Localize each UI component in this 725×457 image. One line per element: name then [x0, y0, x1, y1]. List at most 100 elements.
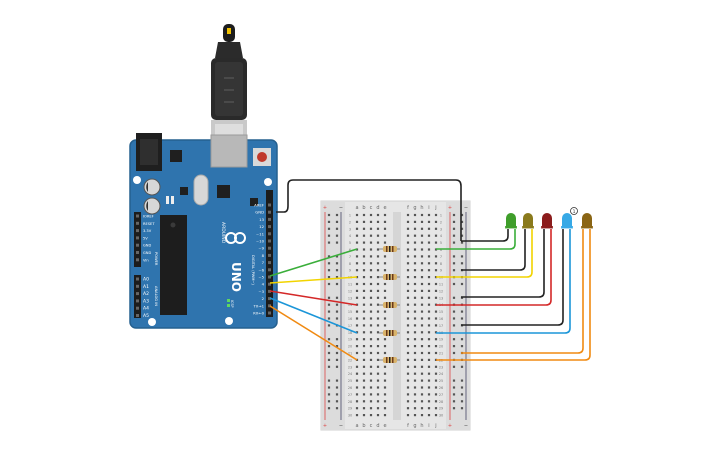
breadboard-hole[interactable] — [413, 338, 417, 341]
breadboard-hole[interactable] — [376, 345, 380, 348]
breadboard-hole[interactable] — [406, 303, 410, 306]
breadboard-hole[interactable] — [406, 317, 410, 320]
wire-orange-led-b[interactable] — [461, 229, 584, 354]
rail-hole[interactable] — [452, 351, 456, 355]
breadboard-hole[interactable] — [413, 365, 417, 368]
breadboard-hole[interactable] — [406, 324, 410, 327]
breadboard-hole[interactable] — [376, 276, 380, 279]
breadboard-hole[interactable] — [362, 269, 366, 272]
rail-hole[interactable] — [460, 262, 464, 265]
rail-hole[interactable] — [460, 310, 464, 313]
rail-hole[interactable] — [335, 255, 339, 258]
breadboard-hole[interactable] — [362, 213, 366, 217]
breadboard-hole[interactable] — [369, 255, 373, 258]
breadboard-hole[interactable] — [420, 338, 424, 341]
leds[interactable] — [505, 213, 593, 229]
rail-hole[interactable] — [327, 213, 331, 217]
breadboard-hole[interactable] — [420, 303, 424, 306]
breadboard-hole[interactable] — [420, 386, 424, 389]
rail-hole[interactable] — [460, 317, 464, 320]
breadboard-hole[interactable] — [355, 400, 359, 403]
rail-hole[interactable] — [452, 338, 456, 341]
rail-hole[interactable] — [452, 269, 456, 272]
wire-yellow-led[interactable] — [436, 229, 533, 278]
breadboard-hole[interactable] — [355, 317, 359, 320]
breadboard-hole[interactable] — [362, 400, 366, 403]
wire-red-led[interactable] — [436, 229, 552, 306]
analog-pin[interactable] — [136, 306, 139, 310]
analog-pin[interactable] — [136, 277, 139, 281]
breadboard-hole[interactable] — [406, 262, 410, 265]
breadboard-hole[interactable] — [434, 407, 438, 410]
breadboard-hole[interactable] — [383, 282, 387, 286]
breadboard-hole[interactable] — [427, 262, 431, 265]
breadboard-hole[interactable] — [427, 324, 431, 327]
breadboard-hole[interactable] — [362, 234, 366, 237]
breadboard-hole[interactable] — [369, 358, 373, 361]
rail-hole[interactable] — [460, 213, 464, 217]
digital-pin[interactable] — [268, 297, 271, 301]
breadboard-hole[interactable] — [413, 372, 417, 375]
wire-blue-led[interactable] — [436, 229, 571, 334]
breadboard-hole[interactable] — [376, 400, 380, 403]
breadboard-hole[interactable] — [413, 296, 417, 299]
digital-pin[interactable] — [268, 225, 271, 229]
breadboard-hole[interactable] — [420, 414, 424, 417]
breadboard-hole[interactable] — [434, 296, 438, 299]
breadboard-hole[interactable] — [434, 400, 438, 403]
breadboard-hole[interactable] — [406, 310, 410, 313]
breadboard-hole[interactable] — [355, 407, 359, 410]
breadboard-hole[interactable] — [427, 379, 431, 382]
breadboard-hole[interactable] — [362, 289, 366, 292]
rail-hole[interactable] — [335, 241, 339, 244]
breadboard-hole[interactable] — [413, 269, 417, 272]
resistor[interactable] — [379, 302, 400, 308]
breadboard-hole[interactable] — [406, 276, 410, 279]
breadboard-hole[interactable] — [434, 213, 438, 217]
breadboard-hole[interactable] — [427, 310, 431, 313]
breadboard-hole[interactable] — [406, 414, 410, 417]
breadboard-hole[interactable] — [420, 372, 424, 375]
breadboard-hole[interactable] — [406, 282, 410, 286]
digital-pin[interactable] — [268, 217, 271, 221]
breadboard-hole[interactable] — [376, 407, 380, 410]
breadboard-hole[interactable] — [376, 310, 380, 313]
rail-hole[interactable] — [327, 407, 331, 410]
rail-hole[interactable] — [460, 255, 464, 258]
breadboard-hole[interactable] — [369, 331, 373, 334]
breadboard-hole[interactable] — [434, 227, 438, 230]
breadboard-hole[interactable] — [427, 331, 431, 334]
breadboard-hole[interactable] — [376, 248, 380, 251]
rail-hole[interactable] — [327, 393, 331, 396]
breadboard-hole[interactable] — [383, 220, 387, 223]
rail-hole[interactable] — [460, 379, 464, 382]
reset-button[interactable] — [253, 148, 271, 166]
power-pin[interactable] — [136, 214, 139, 218]
wire-blue[interactable] — [269, 297, 358, 334]
breadboard-hole[interactable] — [406, 345, 410, 348]
breadboard-hole[interactable] — [376, 338, 380, 341]
rail-hole[interactable] — [452, 407, 456, 410]
breadboard-hole[interactable] — [427, 220, 431, 223]
rail-hole[interactable] — [452, 220, 456, 223]
breadboard-hole[interactable] — [420, 213, 424, 217]
breadboard-hole[interactable] — [434, 289, 438, 292]
breadboard-hole[interactable] — [362, 282, 366, 286]
breadboard-hole[interactable] — [369, 338, 373, 341]
breadboard-hole[interactable] — [369, 345, 373, 348]
breadboard-hole[interactable] — [413, 248, 417, 251]
breadboard-hole[interactable] — [362, 331, 366, 334]
breadboard-hole[interactable] — [369, 248, 373, 251]
wire-orange-led-a[interactable] — [436, 229, 591, 361]
breadboard-hole[interactable] — [369, 289, 373, 292]
rail-hole[interactable] — [452, 296, 456, 299]
rail-hole[interactable] — [327, 227, 331, 230]
rail-hole[interactable] — [327, 234, 331, 237]
breadboard-hole[interactable] — [369, 234, 373, 237]
arduino-board[interactable]: UNO ARDUINO DIGITAL (PWM~) POWER ANALOG … — [129, 133, 278, 329]
breadboard-holes[interactable] — [327, 213, 464, 417]
breadboard-hole[interactable] — [383, 372, 387, 375]
breadboard-hole[interactable] — [413, 379, 417, 382]
breadboard-hole[interactable] — [406, 393, 410, 396]
